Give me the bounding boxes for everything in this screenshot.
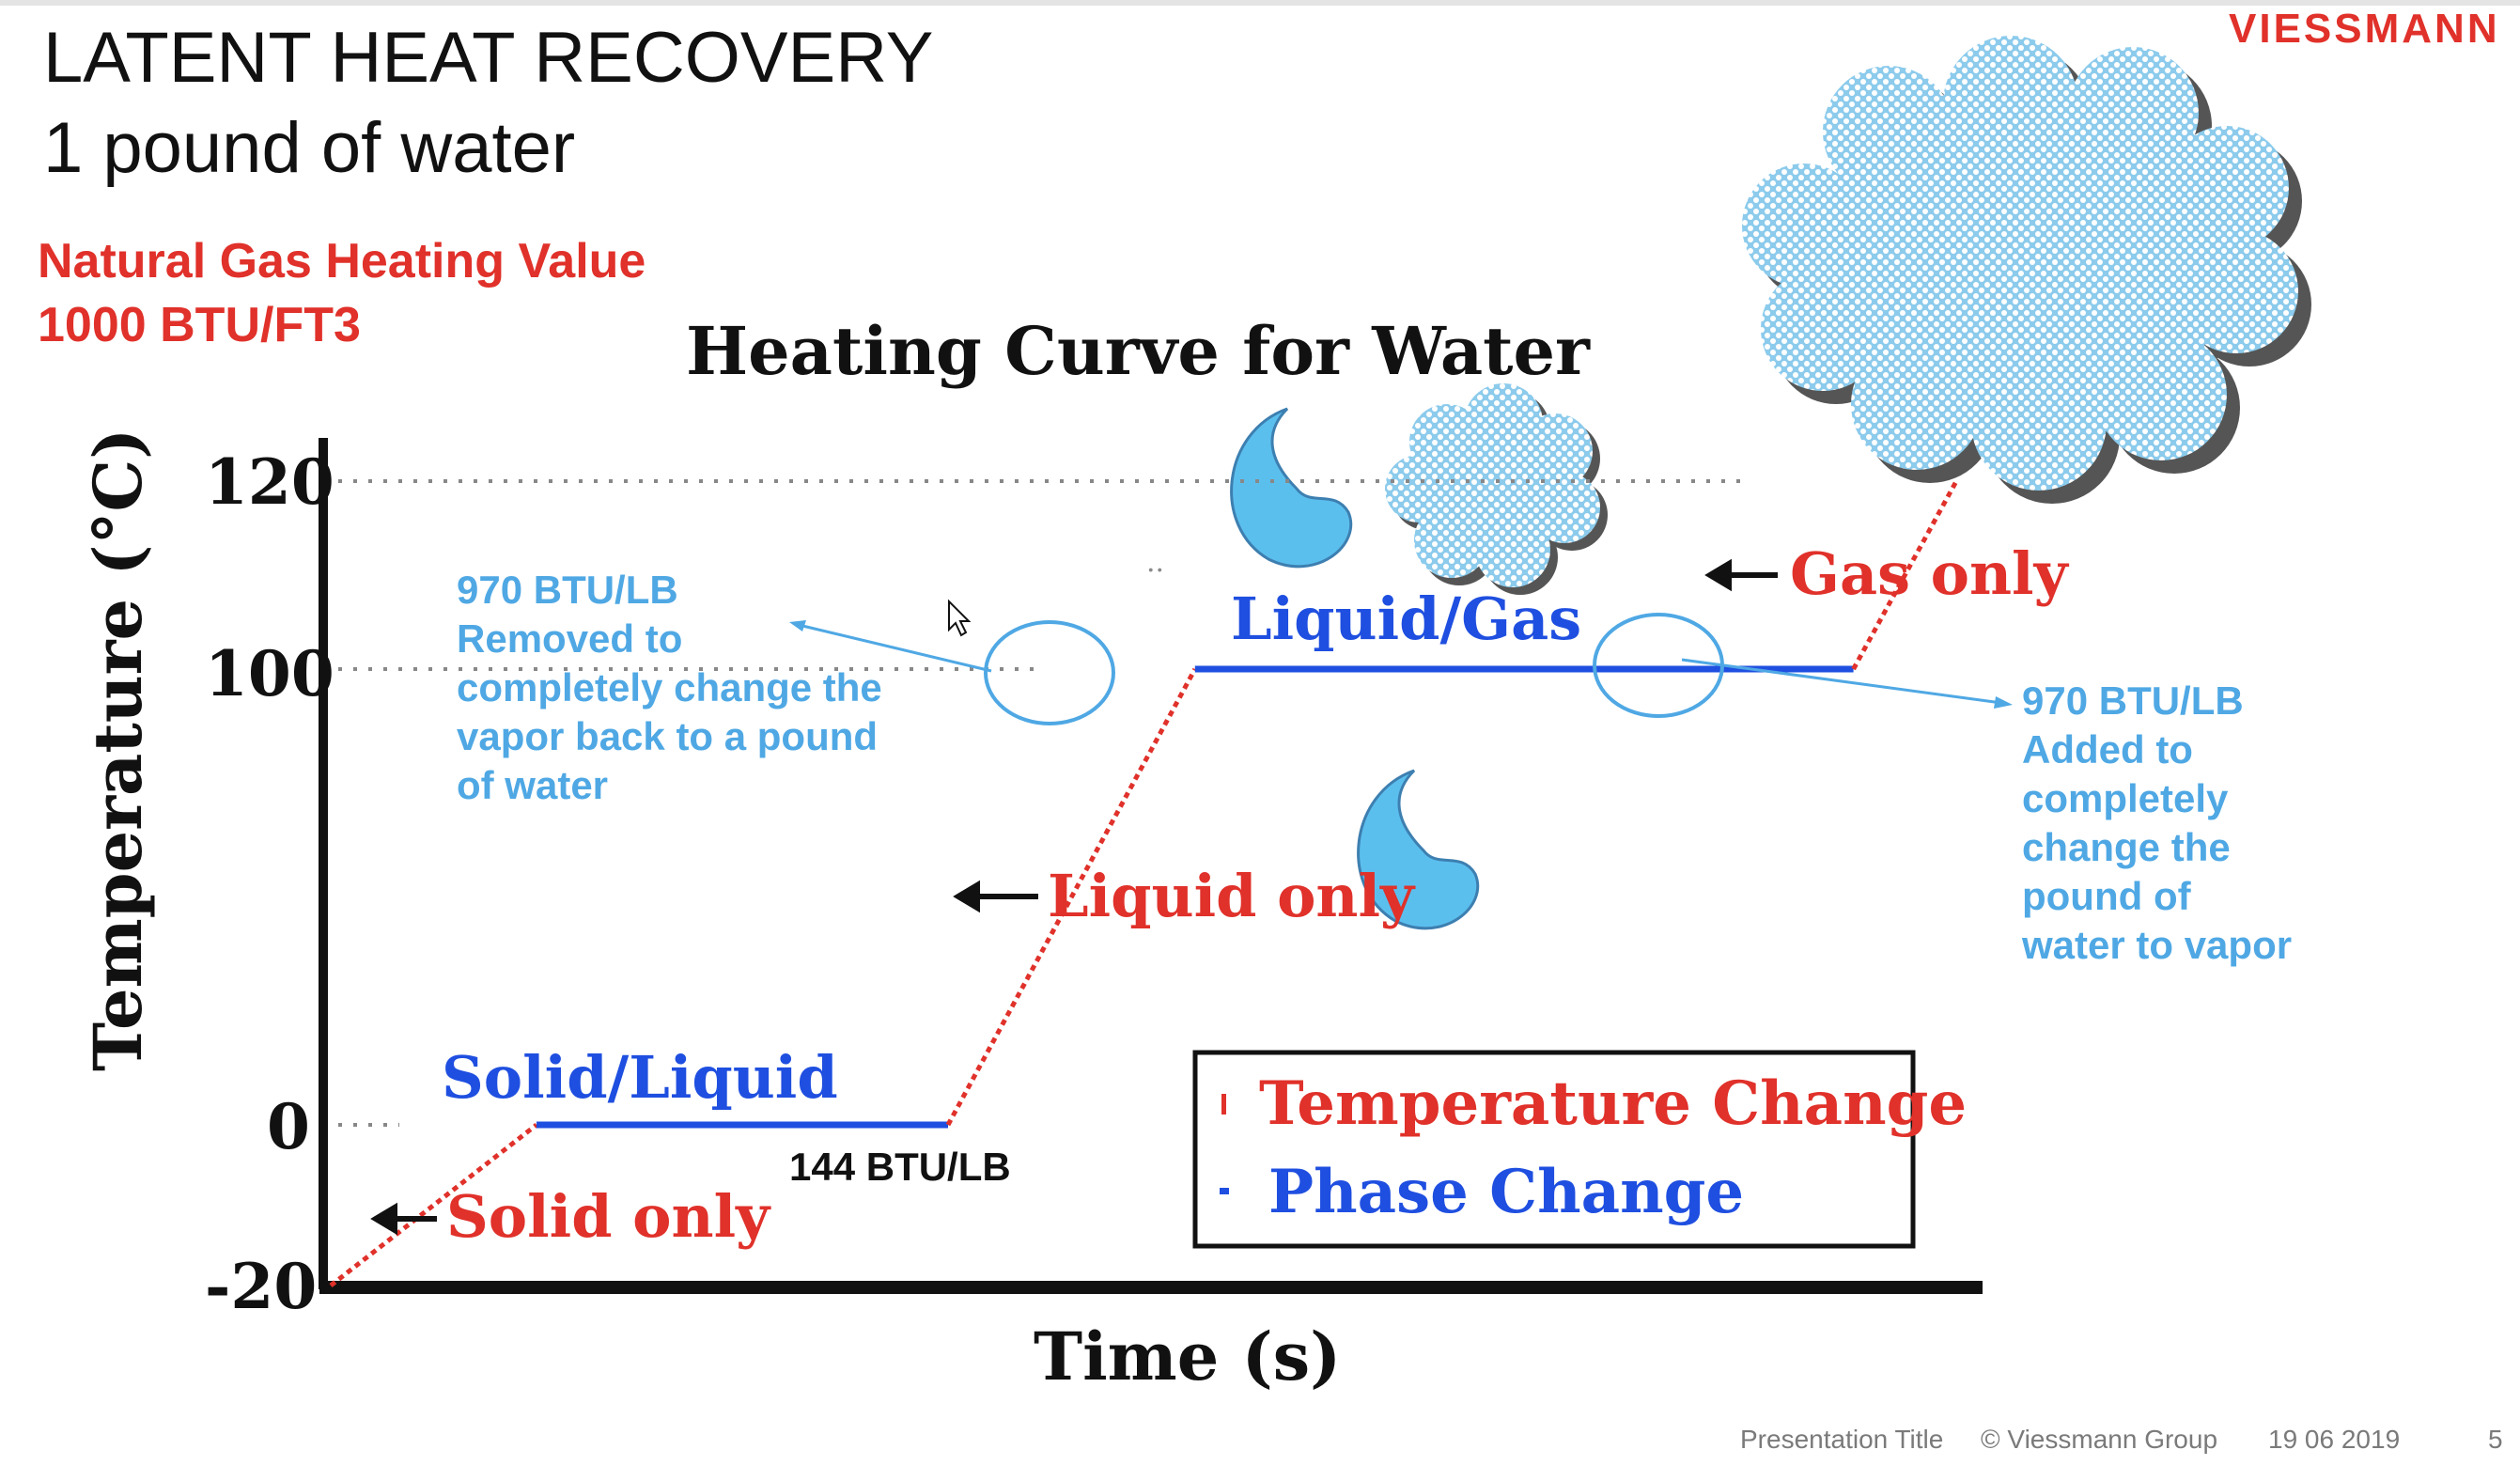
y-axis-label: Temperature (°C)	[79, 429, 157, 1071]
curve-segment-solid-only	[329, 1123, 538, 1287]
y-tick-label: 100	[205, 637, 334, 710]
y-tick-label: -20	[205, 1250, 317, 1323]
droplet-icon	[1230, 407, 1353, 569]
window-top-bar	[0, 0, 2520, 6]
gas-heating-value: Natural Gas Heating Value 1000 BTU/FT3	[38, 229, 646, 357]
arrow-left-icon	[953, 880, 1038, 913]
annotation-line: 970 BTU/LB	[2022, 678, 2244, 723]
cloud-icon	[1742, 36, 2311, 504]
legend-swatch-phase	[1220, 1188, 1229, 1194]
annotation-fusion: 144 BTU/LB	[789, 1145, 1011, 1189]
annotation-line: vapor back to a pound	[457, 714, 879, 758]
annotation-line: water to vapor	[2022, 923, 2293, 967]
highlight-circle-condensation	[984, 620, 1115, 725]
segment-label-gas-only: Gas only	[1790, 539, 2070, 608]
annotation-line: of water	[457, 763, 609, 807]
callout-line-left	[798, 623, 992, 673]
callout-arrowhead-left	[789, 620, 806, 631]
gas-value-line-2: 1000 BTU/FT3	[38, 298, 361, 352]
slide-title: LATENT HEAT RECOVERY 1 pound of water	[43, 13, 933, 194]
highlight-circle-vaporization	[1593, 613, 1724, 718]
annotation-vaporization: 970 BTU/LB Added to completely change th…	[2022, 677, 2292, 970]
segment-label-solid-only: Solid only	[446, 1182, 771, 1251]
curve-segment-liquid-only	[945, 667, 1197, 1127]
x-axis-label: Time (s)	[1034, 1317, 1341, 1395]
annotation-line: completely change the	[457, 665, 882, 709]
legend-box	[1192, 1050, 1916, 1249]
mouse-cursor-icon	[948, 599, 972, 637]
y-tick-label: 0	[267, 1090, 310, 1163]
chart-title: Heating Curve for Water	[686, 312, 1591, 390]
droplet-icon-2	[1357, 769, 1480, 930]
title-line-2: 1 pound of water	[43, 108, 576, 188]
annotation-line: completely	[2022, 776, 2229, 820]
legend-label-temperature: Temperature Change	[1259, 1068, 1967, 1139]
annotation-condensation: 970 BTU/LB Removed to completely change …	[457, 566, 882, 810]
callout-line-right	[1681, 658, 2002, 705]
footer-page-number: 5	[2488, 1425, 2503, 1454]
segment-label-liquid-gas: Liquid/Gas	[1231, 585, 1581, 653]
stray-dots: ..	[1146, 546, 1164, 579]
arrow-left-icon	[370, 1202, 437, 1236]
footer-copyright: © Viessmann Group	[1981, 1425, 2218, 1454]
legend-label-phase: Phase Change	[1268, 1157, 1744, 1227]
annotation-line: pound of	[2022, 874, 2191, 918]
y-tick-label: 120	[205, 445, 334, 519]
segment-label-liquid-only: Liquid only	[1048, 862, 1416, 930]
viessmann-logo: VIESSMANN	[2229, 6, 2500, 52]
annotation-line: change the	[2022, 825, 2231, 869]
footer-presentation-title: Presentation Title	[1740, 1425, 1944, 1454]
segment-label-solid-liquid: Solid/Liquid	[442, 1043, 838, 1112]
annotation-line: Removed to	[457, 616, 683, 661]
small-cloud-icon	[1385, 383, 1608, 595]
callout-arrowhead-right	[1994, 696, 2013, 709]
arrow-left-icon	[1704, 558, 1778, 592]
legend-swatch-temperature	[1221, 1094, 1226, 1115]
annotation-line: Added to	[2022, 727, 2193, 772]
annotation-line: 970 BTU/LB	[457, 568, 678, 612]
curve-segment-gas-only	[1851, 479, 1959, 671]
title-line-1: LATENT HEAT RECOVERY	[43, 18, 934, 98]
footer-date: 19 06 2019	[2268, 1425, 2401, 1454]
gas-value-line-1: Natural Gas Heating Value	[38, 234, 646, 288]
